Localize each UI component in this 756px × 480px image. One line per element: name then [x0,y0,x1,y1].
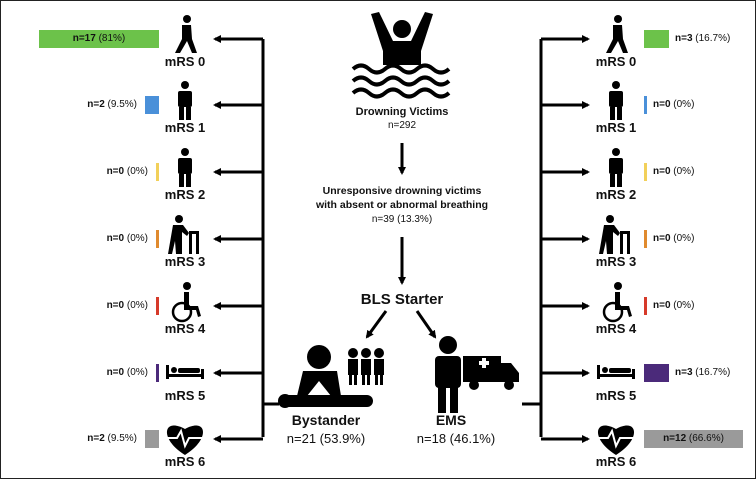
ems-paramedic-ambulance-icon [435,336,519,413]
mrs-label-left: mRS 4 [164,321,206,336]
outcome-bar-left [156,297,159,315]
outcome-bar-right [644,230,647,248]
outcome-bar-left [156,163,159,181]
bed-icon [166,365,204,379]
wheelchair-icon [602,282,632,323]
outcome-bar-left [156,364,159,382]
unresponsive-line1: Unresponsive drowning victims [322,185,482,197]
count-label-left: n=2 (9.5%) [87,99,137,110]
walking-person-icon [606,15,628,53]
cpr-bystander-icon [278,345,384,408]
outcome-bar-left [156,230,159,248]
drowning-victims-title: Drowning Victims [355,106,449,118]
outcome-bar-left [145,96,159,114]
count-label-left: n=0 (0%) [106,166,148,177]
heart-ecg-icon [166,425,204,455]
heart-ecg-icon [597,425,635,455]
standing-person-icon [609,148,623,187]
count-label-left: n=0 (0%) [106,300,148,311]
wheelchair-icon [171,282,201,323]
drowning-person-icon [351,12,451,99]
mrs-label-right: mRS 3 [595,254,637,269]
count-label-left: n=17 (81%) [72,33,126,44]
count-label-right: n=0 (0%) [653,99,695,110]
mrs-label-left: mRS 0 [164,54,206,69]
mrs-label-right: mRS 4 [595,321,637,336]
outcome-bar-right [644,30,669,48]
bed-icon [597,365,635,379]
unresponsive-n: n=39 (13.3%) [371,214,433,225]
standing-person-icon [178,148,192,187]
bls-starter-title: BLS Starter [360,291,444,308]
mrs-label-left: mRS 2 [164,187,206,202]
walker-person-icon [599,215,630,254]
outcome-bar-left [39,30,159,48]
standing-person-icon [178,81,192,120]
ems-label: EMS [435,412,467,428]
count-label-right: n=3 (16.7%) [675,33,731,44]
unresponsive-line2: with absent or abnormal breathing [315,199,489,211]
outcome-bar-right [644,297,647,315]
outcome-bar-right [644,96,647,114]
outcome-bar-right [644,163,647,181]
mrs-label-right: mRS 2 [595,187,637,202]
count-label-right: n=0 (0%) [653,166,695,177]
mrs-label-right: mRS 6 [595,454,637,469]
walker-person-icon [168,215,199,254]
count-label-left: n=2 (9.5%) [87,433,137,444]
count-label-right: n=0 (0%) [653,233,695,244]
mrs-label-right: mRS 0 [595,54,637,69]
bystander-n: n=21 (53.9%) [286,431,366,446]
standing-person-icon [609,81,623,120]
bystander-label: Bystander [291,412,361,428]
mrs-label-left: mRS 6 [164,454,206,469]
outcome-bar-left [145,430,159,448]
count-label-right: n=0 (0%) [653,300,695,311]
count-label-left: n=0 (0%) [106,367,148,378]
count-label-left: n=0 (0%) [106,233,148,244]
outcome-bar-right [644,364,669,382]
mrs-label-left: mRS 5 [164,388,206,403]
count-label-right: n=3 (16.7%) [675,367,731,378]
count-label-right: n=12 (66.6%) [663,433,724,444]
mrs-label-right: mRS 5 [595,388,637,403]
walking-person-icon [175,15,197,53]
mrs-label-right: mRS 1 [595,120,637,135]
mrs-label-left: mRS 1 [164,120,206,135]
outcome-bar-right [644,430,743,448]
mrs-label-left: mRS 3 [164,254,206,269]
ems-n: n=18 (46.1%) [416,431,496,446]
drowning-victims-n: n=292 [387,120,417,131]
